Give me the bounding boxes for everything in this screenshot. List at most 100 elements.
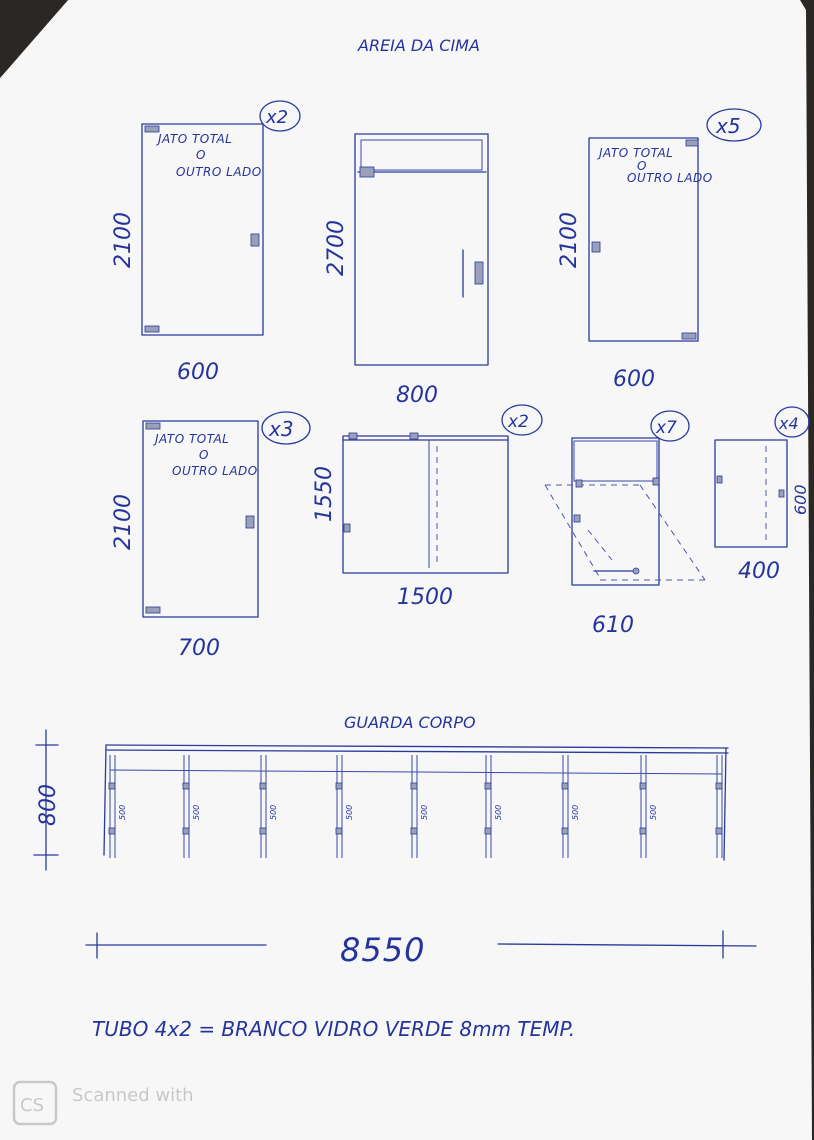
railing-left-post — [103, 744, 107, 856]
piece-4-note-line1: JATO TOTAL — [153, 432, 229, 446]
railing-width-line-right — [497, 943, 757, 947]
railing-panel-label-7: 500 — [571, 805, 580, 820]
piece-1-note-line1: JATO TOTAL — [156, 132, 232, 146]
piece-7-qty: x4 — [778, 414, 799, 433]
piece-4-qty: x3 — [268, 417, 294, 441]
piece-6-qty-circle — [650, 410, 690, 442]
piece-2: 2700 800 — [324, 133, 489, 408]
piece-7: x4 600 400 — [714, 406, 810, 584]
piece-7-width: 400 — [738, 559, 780, 584]
piece-1-width: 600 — [177, 360, 219, 385]
piece-4-width: 700 — [178, 636, 220, 661]
piece-3-qty-circle — [706, 108, 762, 142]
railing-panel-label-6: 500 — [494, 805, 503, 820]
piece-7-height: 600 — [791, 484, 810, 515]
piece-3-hinge-top — [685, 139, 699, 147]
railing-clamp-bottom-2 — [182, 827, 190, 835]
piece-6-qty: x7 — [655, 418, 677, 438]
scanner-watermark: CS Scanned with — [12, 1080, 194, 1126]
piece-4-height: 2100 — [111, 494, 136, 550]
railing-clamp-top-1 — [108, 782, 116, 790]
railing-clamp-bottom-4 — [335, 827, 343, 835]
piece-1-note-line3: OUTRO LADO — [176, 165, 262, 179]
railing-title: GUARDA CORPO — [344, 713, 476, 732]
piece-1-handle — [250, 233, 260, 247]
piece-3-qty: x5 — [715, 114, 741, 138]
piece-1-glass — [141, 123, 264, 336]
piece-1-hinge-top — [144, 125, 160, 133]
piece-4-hinge-bottom — [145, 606, 161, 614]
railing-clamp-top-9 — [715, 782, 723, 790]
piece-4-glass — [142, 420, 259, 618]
watermark-text: Scanned with — [72, 1085, 194, 1106]
piece-6-hinge-right — [652, 477, 660, 486]
piece-3: JATO TOTAL O OUTRO LADO x5 2100 600 — [557, 108, 762, 392]
piece-3-width: 600 — [613, 367, 655, 392]
railing-clamp-bottom-1 — [108, 827, 116, 835]
piece-6-width: 610 — [592, 613, 634, 638]
piece-4-handle — [245, 515, 255, 529]
railing-clamp-top-6 — [484, 782, 492, 790]
piece-1-note-line2: O — [196, 148, 206, 162]
piece-4-hinge-top — [145, 422, 161, 430]
scanner-logo-icon — [12, 1080, 58, 1126]
piece-3-hinge-bottom — [681, 332, 697, 340]
piece-2-lock — [474, 261, 484, 285]
railing-clamp-top-8 — [639, 782, 647, 790]
railing-clamp-bottom-6 — [484, 827, 492, 835]
piece-7-hinge-left — [716, 475, 723, 484]
piece-1-height: 2100 — [111, 212, 136, 268]
railing-panel-label-1: 500 — [118, 805, 127, 820]
piece-2-frame — [354, 133, 489, 366]
piece-5-hinge-top-left — [348, 432, 358, 440]
piece-6-open-leaf-right — [639, 484, 706, 581]
piece-4-qty-circle — [261, 411, 311, 445]
piece-4-note-line2: O — [199, 448, 209, 462]
scanner-logo-letters: CS — [20, 1095, 44, 1116]
piece-7-hinge-right — [778, 489, 785, 498]
piece-5-qty-circle — [501, 404, 543, 436]
piece-4-note-line3: OUTRO LADO — [172, 464, 258, 478]
piece-5-width: 1500 — [397, 585, 453, 610]
piece-2-height: 2700 — [324, 220, 349, 276]
piece-4: JATO TOTAL O OUTRO LADO x3 2100 700 — [111, 411, 311, 661]
railing-total-width: 8550 — [340, 931, 425, 969]
piece-2-transom — [360, 139, 483, 171]
sheet-title: AREIA DA CIMA — [357, 36, 480, 55]
piece-5-height: 1550 — [312, 466, 337, 522]
railing-panel-label-3: 500 — [269, 805, 278, 820]
piece-6-knob — [632, 567, 640, 575]
piece-3-note-line2: O — [637, 159, 647, 173]
railing-right-post — [723, 747, 727, 861]
piece-6-hinge-top — [575, 479, 583, 488]
paper-shadow — [0, 0, 68, 78]
piece-3-note-line3: OUTRO LADO — [627, 171, 713, 185]
piece-3-note-line1: JATO TOTAL — [597, 146, 673, 160]
railing-panel-label-2: 500 — [192, 805, 201, 820]
railing-panel-label-4: 500 — [345, 805, 354, 820]
piece-6-transom — [573, 440, 658, 482]
piece-7-glass — [714, 439, 788, 548]
railing-glass-top — [109, 769, 723, 775]
railing-clamp-bottom-5 — [410, 827, 418, 835]
piece-5-hinge-top-right — [409, 432, 419, 440]
piece-1-qty-circle — [259, 100, 301, 132]
piece-2-hinge — [359, 166, 375, 178]
footer-note: TUBO 4x2 = BRANCO VIDRO VERDE 8mm TEMP. — [92, 1017, 575, 1041]
railing-clamp-bottom-3 — [259, 827, 267, 835]
railing-panel-label-8: 500 — [649, 805, 658, 820]
piece-3-glass — [588, 137, 699, 342]
piece-5-qty: x2 — [507, 412, 529, 432]
piece-2-width: 800 — [396, 383, 438, 408]
piece-5-hinge-left — [343, 523, 351, 533]
railing-height: 800 — [36, 784, 61, 826]
railing-clamp-top-4 — [335, 782, 343, 790]
railing-clamp-bottom-8 — [639, 827, 647, 835]
railing-clamp-top-2 — [182, 782, 190, 790]
railing-clamp-top-3 — [259, 782, 267, 790]
railing-top-rail — [105, 744, 729, 749]
